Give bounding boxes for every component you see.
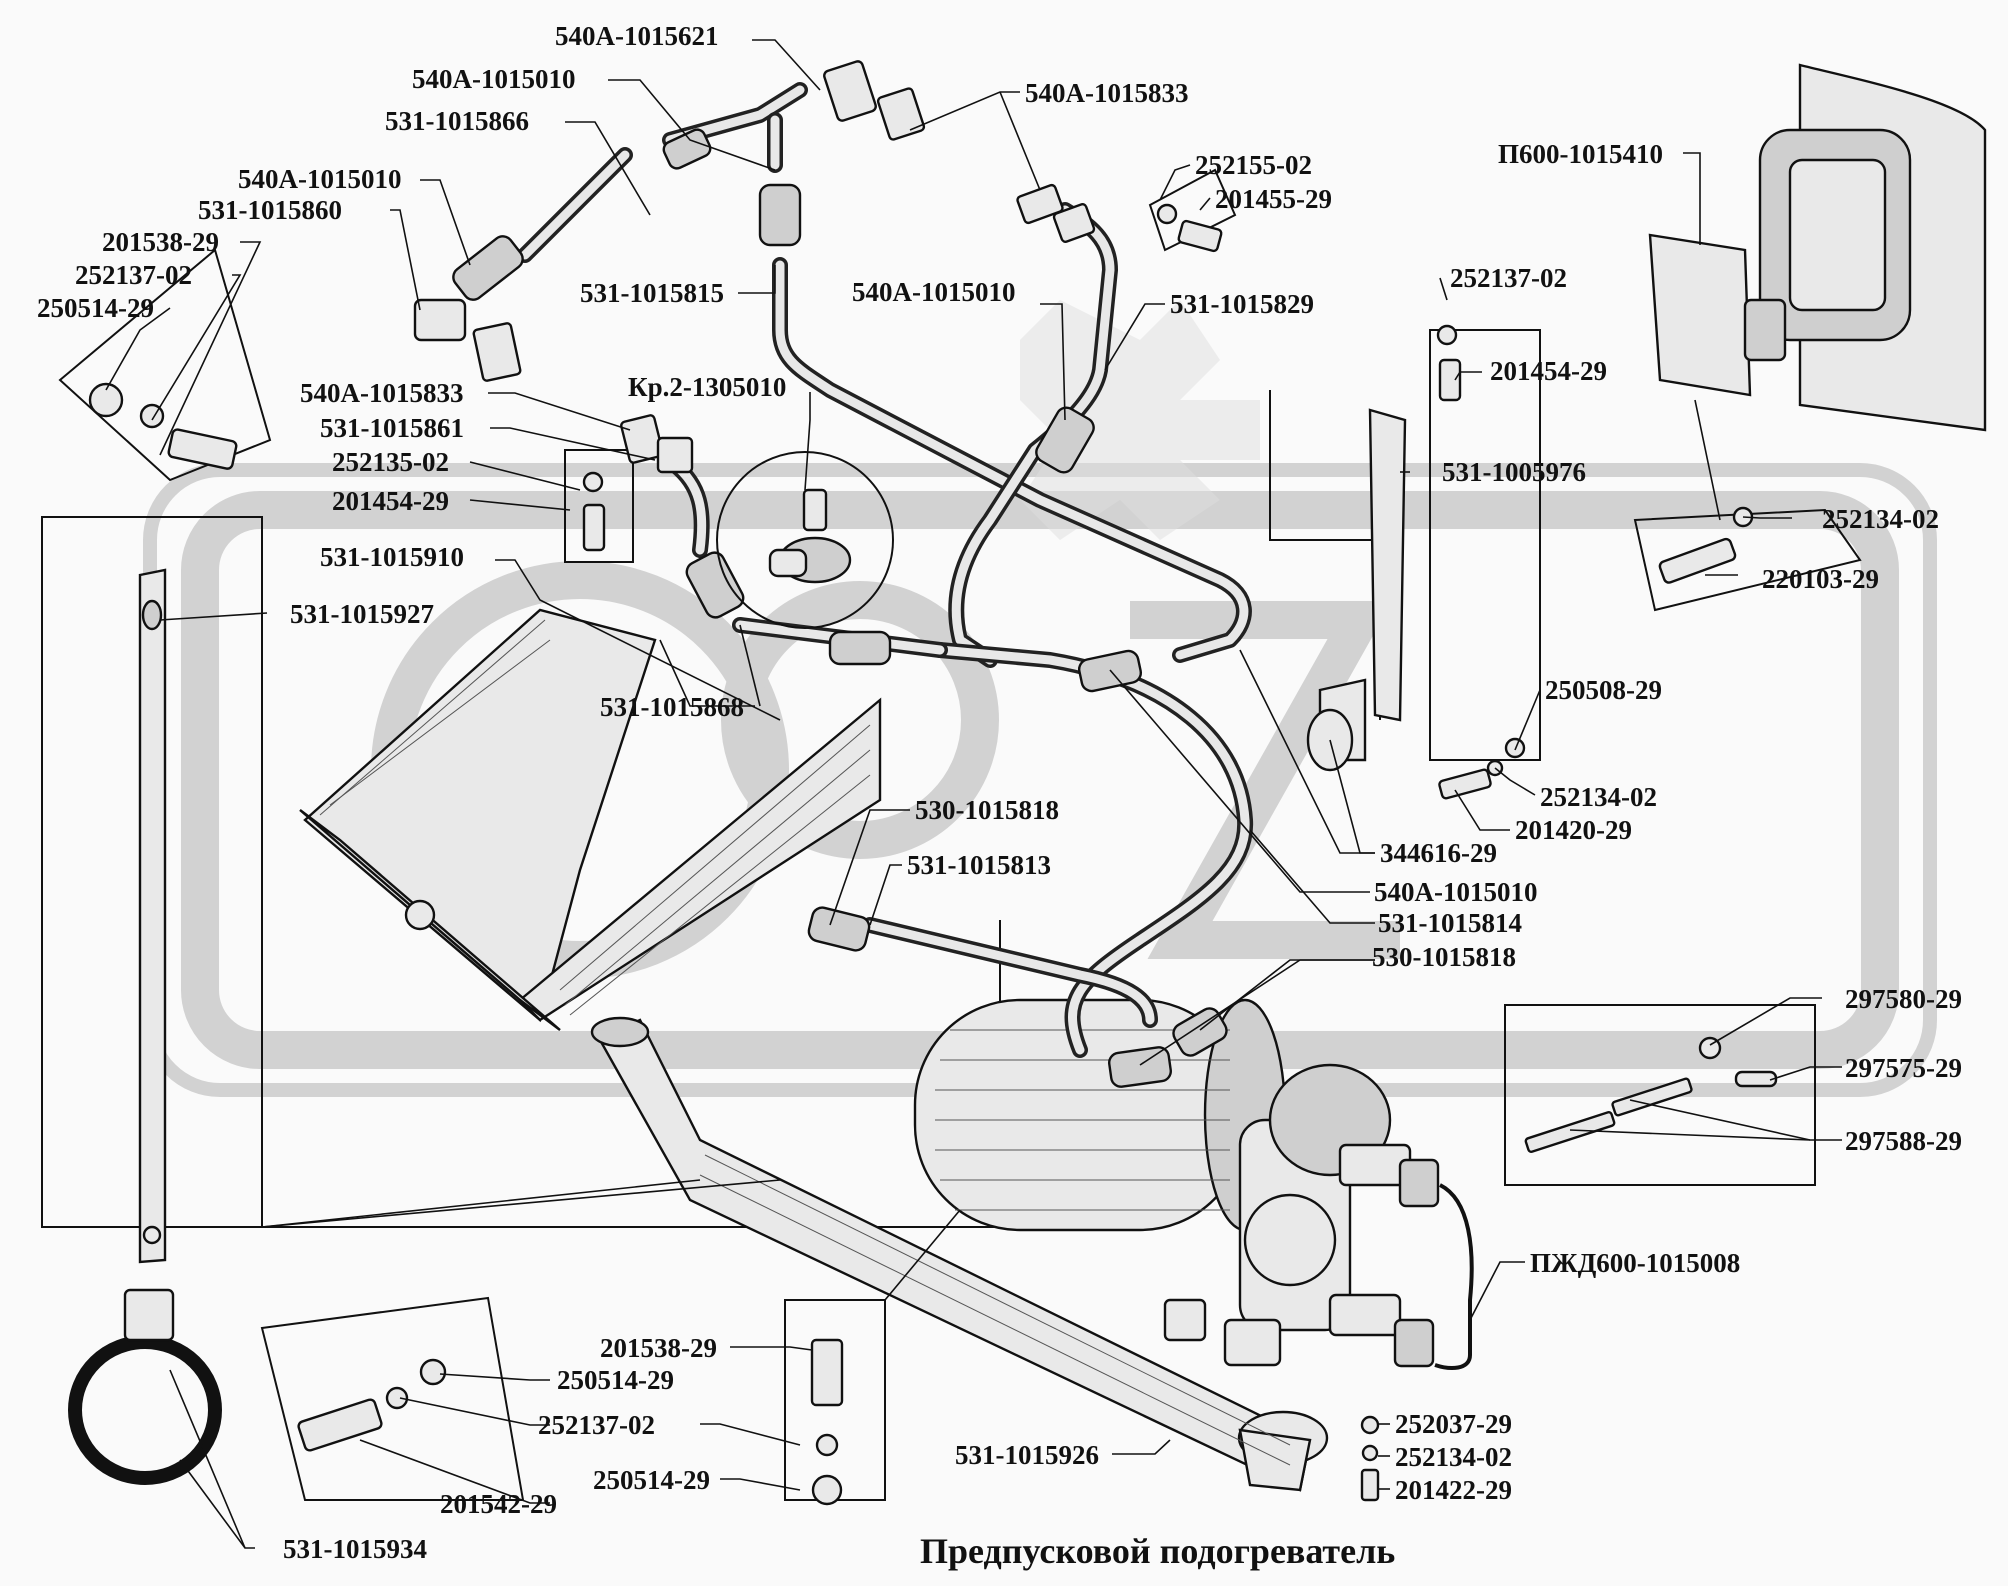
- label-252155-02: 252155-02: [1195, 150, 1312, 180]
- label-297588-29: 297588-29: [1845, 1126, 1962, 1156]
- label-297580-29: 297580-29: [1845, 984, 1962, 1014]
- label-250508-29: 250508-29: [1545, 675, 1662, 705]
- label-250514-29-a: 250514-29: [37, 293, 154, 323]
- label-531-1015927: 531-1015927: [290, 599, 434, 629]
- label-201538-29-b: 201538-29: [600, 1333, 717, 1363]
- label-531-1015868: 531-1015868: [600, 692, 744, 722]
- label-252134-02-c: 252134-02: [1395, 1442, 1512, 1472]
- label-540A-1015010-c: 540А-1015010: [852, 277, 1016, 307]
- label-531-1015813: 531-1015813: [907, 850, 1051, 880]
- label-530-1015818-b: 530-1015818: [1372, 942, 1516, 972]
- label-531-1015926: 531-1015926: [955, 1440, 1099, 1470]
- label-531-1015815: 531-1015815: [580, 278, 724, 308]
- label-201454-29-a: 201454-29: [1490, 356, 1607, 386]
- label-540A-1015010-d: 540А-1015010: [1374, 877, 1538, 907]
- label-252134-02-b: 252134-02: [1540, 782, 1657, 812]
- label-201422-29: 201422-29: [1395, 1475, 1512, 1505]
- label-531-1015829: 531-1015829: [1170, 289, 1314, 319]
- label-540A-1015621: 540А-1015621: [555, 21, 719, 51]
- part-labels: 540А-1015621 540А-1015010 531-1015866 54…: [37, 21, 1962, 1571]
- label-201455-29: 201455-29: [1215, 184, 1332, 214]
- control-unit: [1648, 63, 1987, 432]
- label-201454-29-b: 201454-29: [332, 486, 449, 516]
- exhaust-pipe: [590, 1016, 1329, 1492]
- drain-tap: [716, 451, 894, 629]
- tray: [299, 608, 882, 1031]
- label-252137-02-a: 252137-02: [75, 260, 192, 290]
- label-252135-02: 252135-02: [332, 447, 449, 477]
- label-201538-29-a: 201538-29: [102, 227, 219, 257]
- label-252137-02-c: 252137-02: [538, 1410, 655, 1440]
- label-344616-29: 344616-29: [1380, 838, 1497, 868]
- flanges: [413, 60, 1096, 474]
- label-531-1015860: 531-1015860: [198, 195, 342, 225]
- label-252137-02-b: 252137-02: [1450, 263, 1567, 293]
- label-531-1015934: 531-1015934: [283, 1534, 427, 1564]
- label-531-1015866: 531-1015866: [385, 106, 529, 136]
- label-540A-1015010-b: 540А-1015010: [238, 164, 402, 194]
- label-530-1015818-a: 530-1015818: [915, 795, 1059, 825]
- label-297575-29: 297575-29: [1845, 1053, 1962, 1083]
- label-540A-1015833-a: 540А-1015833: [1025, 78, 1189, 108]
- clamp: [68, 1288, 222, 1485]
- leader-lines: [105, 39, 1842, 1549]
- label-P600-1015410: П600-1015410: [1498, 139, 1663, 169]
- label-540A-1015010-a: 540А-1015010: [412, 64, 576, 94]
- diagram-title: Предпусковой подогреватель: [920, 1531, 1395, 1571]
- label-201542-29: 201542-29: [440, 1489, 557, 1519]
- label-kr2-1305010: Кр.2-1305010: [628, 372, 786, 402]
- coolant-pipes: [517, 82, 1254, 1058]
- label-531-1015814: 531-1015814: [1378, 908, 1522, 938]
- label-252134-02-a: 252134-02: [1822, 504, 1939, 534]
- label-PZhD600-1015008: ПЖД600-1015008: [1530, 1248, 1740, 1278]
- label-252037-29: 252037-29: [1395, 1409, 1512, 1439]
- fasteners: [88, 203, 1778, 1506]
- label-531-1005976: 531-1005976: [1442, 457, 1586, 487]
- label-531-1015861: 531-1015861: [320, 413, 464, 443]
- hoses: [452, 128, 1228, 1088]
- strap: [138, 568, 167, 1264]
- label-250514-29-b: 250514-29: [557, 1365, 674, 1395]
- label-220103-29: 220103-29: [1762, 564, 1879, 594]
- label-540A-1015833-b: 540А-1015833: [300, 378, 464, 408]
- label-201420-29: 201420-29: [1515, 815, 1632, 845]
- label-250514-29-c: 250514-29: [593, 1465, 710, 1495]
- label-531-1015910: 531-1015910: [320, 542, 464, 572]
- fuel-strips: [1524, 1077, 1693, 1153]
